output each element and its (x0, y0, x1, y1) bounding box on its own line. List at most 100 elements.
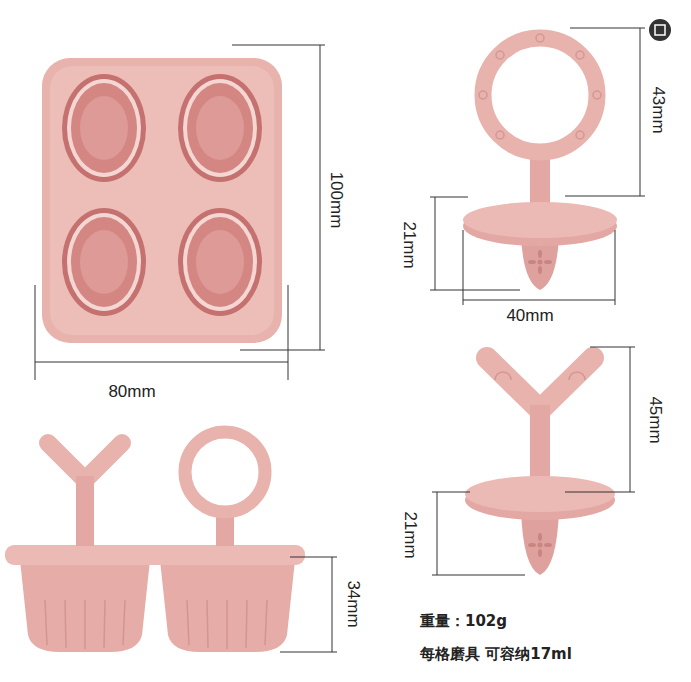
extension-line (430, 290, 520, 291)
cavity-bottom (196, 96, 244, 160)
rib (123, 600, 125, 645)
texture-bump (496, 131, 504, 139)
cavity (62, 74, 146, 182)
rib (104, 600, 105, 648)
dimension-line (630, 347, 631, 492)
extension-line (565, 492, 635, 493)
texture-bump (496, 51, 504, 59)
rib (226, 600, 228, 649)
extension-line (430, 197, 468, 198)
extension-line (240, 350, 325, 351)
spec-note: 重量：102g (420, 613, 507, 630)
spec-note: 每格磨具 可容纳17ml (420, 646, 572, 663)
rib (84, 600, 86, 649)
extension-line (565, 196, 645, 197)
extension-line (615, 230, 616, 305)
pattern-petal (538, 533, 542, 541)
dimension-label: 34mm (344, 580, 363, 627)
rib (187, 600, 189, 645)
dimension-line (320, 45, 321, 350)
pattern-petal (544, 260, 552, 264)
pattern-dot (538, 543, 543, 548)
cavity-ring (67, 213, 141, 311)
cavity (178, 74, 262, 182)
cavity-rim (178, 208, 262, 316)
dimension-label: 80mm (108, 383, 155, 402)
stem-pattern (528, 250, 552, 274)
texture-bump (576, 131, 584, 139)
dimension-lines (35, 45, 325, 380)
cavity-bowl (187, 217, 253, 307)
stem-pattern (528, 533, 552, 557)
close-icon-mark (655, 25, 665, 35)
texture-bump (593, 91, 601, 99)
mold-cup (20, 560, 150, 652)
extension-line (288, 285, 289, 380)
cavity-rim (62, 74, 146, 182)
dimension-line (35, 362, 288, 363)
extension-line (463, 230, 464, 305)
pattern-petal (538, 549, 542, 557)
ring-teether (463, 34, 617, 290)
pattern-petal (528, 543, 536, 547)
cavity-bottom (80, 96, 128, 160)
close-icon (649, 19, 671, 41)
texture-arc (569, 372, 585, 380)
mold-plate (5, 545, 305, 565)
cavity-bowl (71, 217, 137, 307)
texture-bump (576, 51, 584, 59)
dimension-lines (432, 347, 635, 575)
cavity-bowl (187, 83, 253, 173)
dimension-lines (430, 28, 645, 305)
ring-handle (185, 432, 265, 512)
rib (65, 600, 66, 648)
cavity-ring (67, 79, 141, 177)
extension-line (35, 285, 36, 380)
y-teether (465, 358, 615, 575)
tray-body (42, 58, 282, 343)
dimension-label: 21mm (401, 511, 420, 558)
pattern-dot (538, 260, 543, 265)
dimension-lines (280, 557, 337, 652)
extension-line (590, 347, 635, 348)
teether-disc (463, 202, 617, 238)
cavity-ring (183, 213, 257, 311)
extension-line (432, 492, 470, 493)
tray (42, 58, 282, 343)
dimension-label: 43mm (649, 86, 668, 133)
extension-line (290, 557, 337, 558)
extension-line (432, 575, 525, 576)
texture-arc (495, 372, 511, 380)
dimension-line (435, 197, 436, 290)
dimension-line (463, 300, 615, 301)
extension-line (280, 652, 337, 653)
cavity (62, 208, 146, 316)
assembled-molds (5, 432, 305, 652)
extension-line (232, 45, 325, 46)
texture-bump (536, 34, 544, 42)
dimension-line (332, 557, 333, 652)
teether-ring (483, 38, 597, 152)
texture-bump (479, 91, 487, 99)
rib (45, 600, 47, 645)
cup-ribs (45, 600, 267, 649)
cavity-bottom (196, 230, 244, 294)
rib (265, 600, 267, 645)
extension-line (570, 28, 645, 29)
cavity-rim (178, 74, 262, 182)
pattern-petal (538, 250, 542, 258)
dimension-label: 100mm (327, 172, 346, 229)
teether-arms (487, 358, 593, 410)
dimension-label: 45mm (646, 396, 665, 443)
cavity-rim (62, 208, 146, 316)
teether-disc (465, 476, 615, 512)
dimension-label: 21mm (400, 221, 419, 268)
tray-top (50, 66, 274, 335)
pattern-petal (544, 543, 552, 547)
cavity-bowl (71, 83, 137, 173)
y-handle-arms (48, 443, 122, 480)
mold-cup (160, 560, 295, 652)
dimension-label: 40mm (506, 307, 553, 326)
